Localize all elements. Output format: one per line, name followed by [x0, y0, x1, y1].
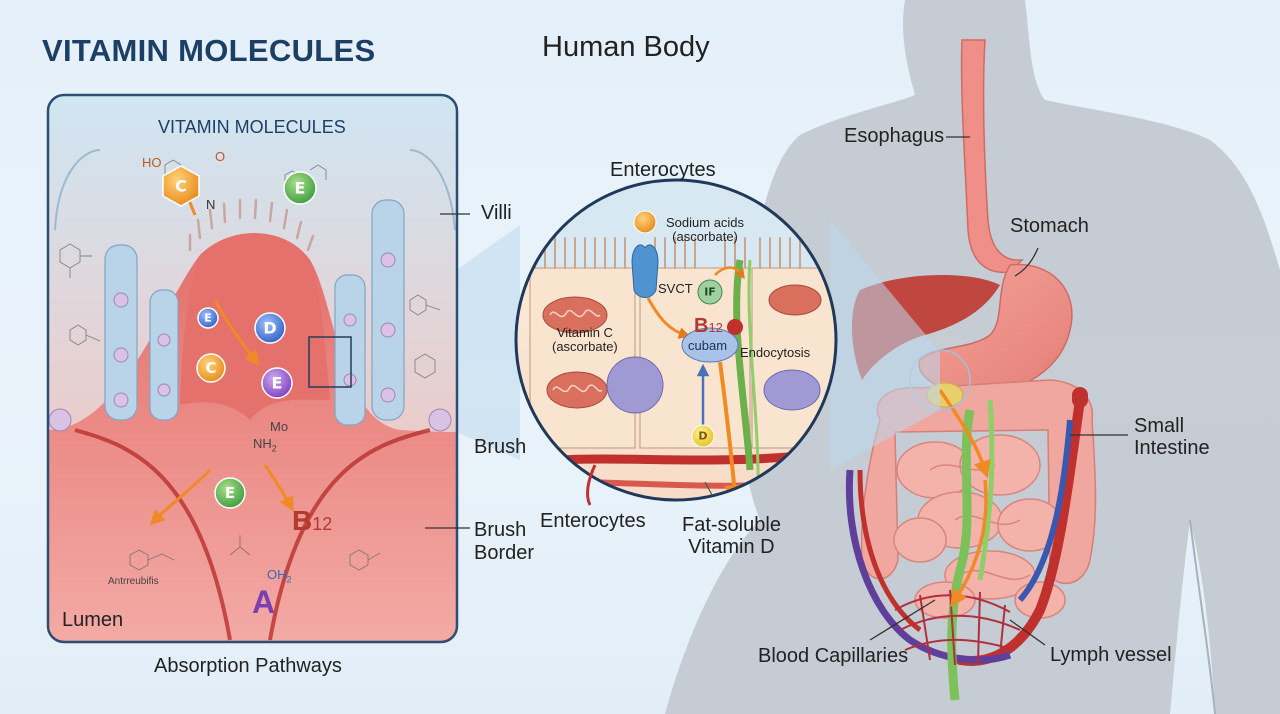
brush-label: Brush: [474, 437, 526, 459]
vitamin-c-ascorbate-label: Vitamin C(ascorbate): [552, 326, 618, 354]
villi-label: Villi: [481, 203, 512, 225]
brush-border-label-line2: Border: [474, 543, 534, 565]
nucleus: [607, 357, 663, 413]
chem-ho: HO: [142, 156, 162, 170]
brush-border-label-line1: Brush: [474, 520, 526, 542]
human-body-title: Human Body: [542, 32, 710, 63]
absorption-pathways-caption: Absorption Pathways: [154, 656, 342, 678]
chem-oh2: OH2: [267, 568, 292, 585]
main-title: VITAMIN MOLECULES: [42, 34, 375, 67]
chem-annotation: Antrreubifis: [108, 577, 159, 588]
blood-capillaries-label: Blood Capillaries: [758, 646, 908, 668]
chem-n: N: [206, 198, 215, 212]
svct-label: SVCT: [658, 282, 693, 296]
chem-nh2: NH2: [253, 437, 277, 454]
stomach-label: Stomach: [1010, 216, 1089, 238]
svct-transporter: [632, 245, 658, 298]
panel-heading: VITAMIN MOLECULES: [158, 118, 346, 137]
enterocytes-bottom-label: Enterocytes: [540, 511, 646, 533]
vitamin-a-label: A: [252, 585, 275, 620]
sodium-acids-label: Sodium acids(ascorbate): [666, 216, 744, 244]
chem-mo: Mo: [270, 420, 288, 434]
lumen-label: Lumen: [62, 610, 123, 632]
enterocytes-top-label: Enterocytes: [610, 160, 716, 182]
lymph-vessel-label: Lymph vessel: [1050, 645, 1172, 667]
chem-o: O: [215, 150, 225, 164]
b12-zoom-label: B12: [694, 316, 723, 338]
villi-panel: [48, 95, 457, 642]
endocytosis-label: Endocytosis: [740, 346, 810, 360]
vitamin-b12-label: B12: [292, 506, 332, 536]
esophagus-label: Esophagus: [844, 126, 944, 148]
small-intestine: [894, 435, 1065, 618]
cubam-label: cubam: [688, 339, 727, 353]
